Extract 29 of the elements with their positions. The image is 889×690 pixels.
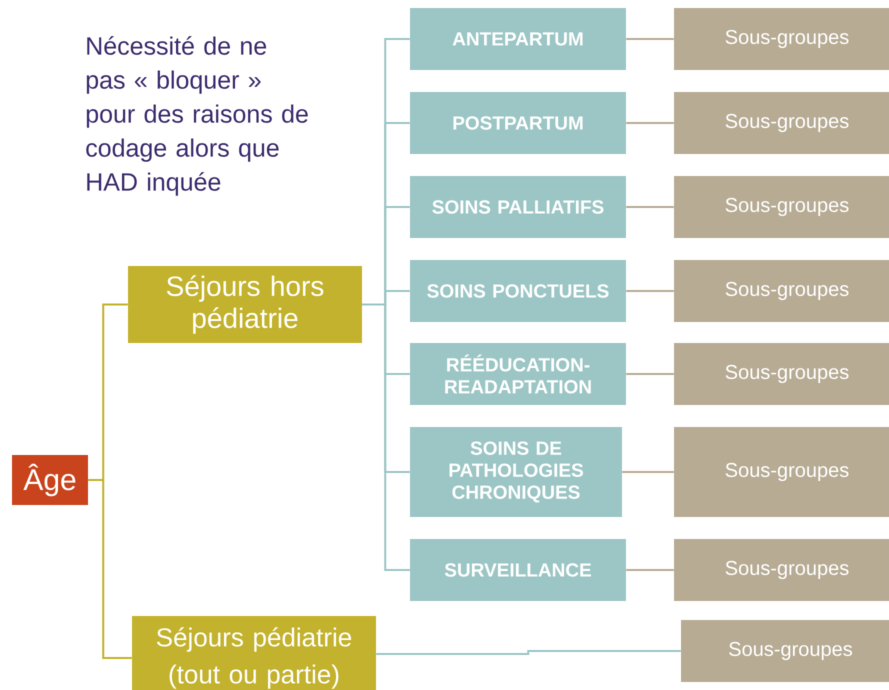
age-box: Âge xyxy=(12,455,88,505)
connector-line xyxy=(626,206,674,208)
subgroup-box: Sous-groupes xyxy=(674,426,889,517)
connector-line xyxy=(362,303,410,571)
category-box: SOINS PALLIATIFS xyxy=(410,176,626,238)
subgroup-box: Sous-groupes xyxy=(674,8,889,70)
connector-line xyxy=(88,478,132,659)
subgroup-box: Sous-groupes xyxy=(681,620,889,682)
connector-line xyxy=(626,290,674,292)
connector-line xyxy=(622,470,674,473)
category-box: RÉÉDUCATION- READAPTATION xyxy=(410,342,626,405)
subgroup-box: Sous-groupes xyxy=(674,260,889,322)
category-box: POSTPARTUM xyxy=(410,92,626,154)
note-text: Nécessité de ne pas « bloquer » pour des raisons de codage alors que HAD inquée xyxy=(86,36,308,196)
category-box: ANTEPARTUM xyxy=(410,8,626,70)
connector-line xyxy=(376,650,681,655)
category-box: SOINS PONCTUELS xyxy=(410,260,626,322)
subgroup-box: Sous-groupes xyxy=(674,92,889,154)
category-box: SURVEILLANCE xyxy=(410,538,626,601)
category-box: Séjours pédiatrie (tout ou partie) xyxy=(132,616,376,690)
connector-line xyxy=(626,38,674,40)
subgroup-box: Sous-groupes xyxy=(674,342,889,405)
subgroup-box: Sous-groupes xyxy=(674,538,889,601)
category-box: SOINS DE PATHOLOGIES CHRONIQUES xyxy=(410,426,622,517)
subgroup-box: Sous-groupes xyxy=(674,176,889,238)
connector-line xyxy=(626,122,674,124)
connector-line xyxy=(626,373,674,375)
connector-line xyxy=(626,568,674,571)
category-box: Séjours hors pédiatrie xyxy=(128,266,362,343)
